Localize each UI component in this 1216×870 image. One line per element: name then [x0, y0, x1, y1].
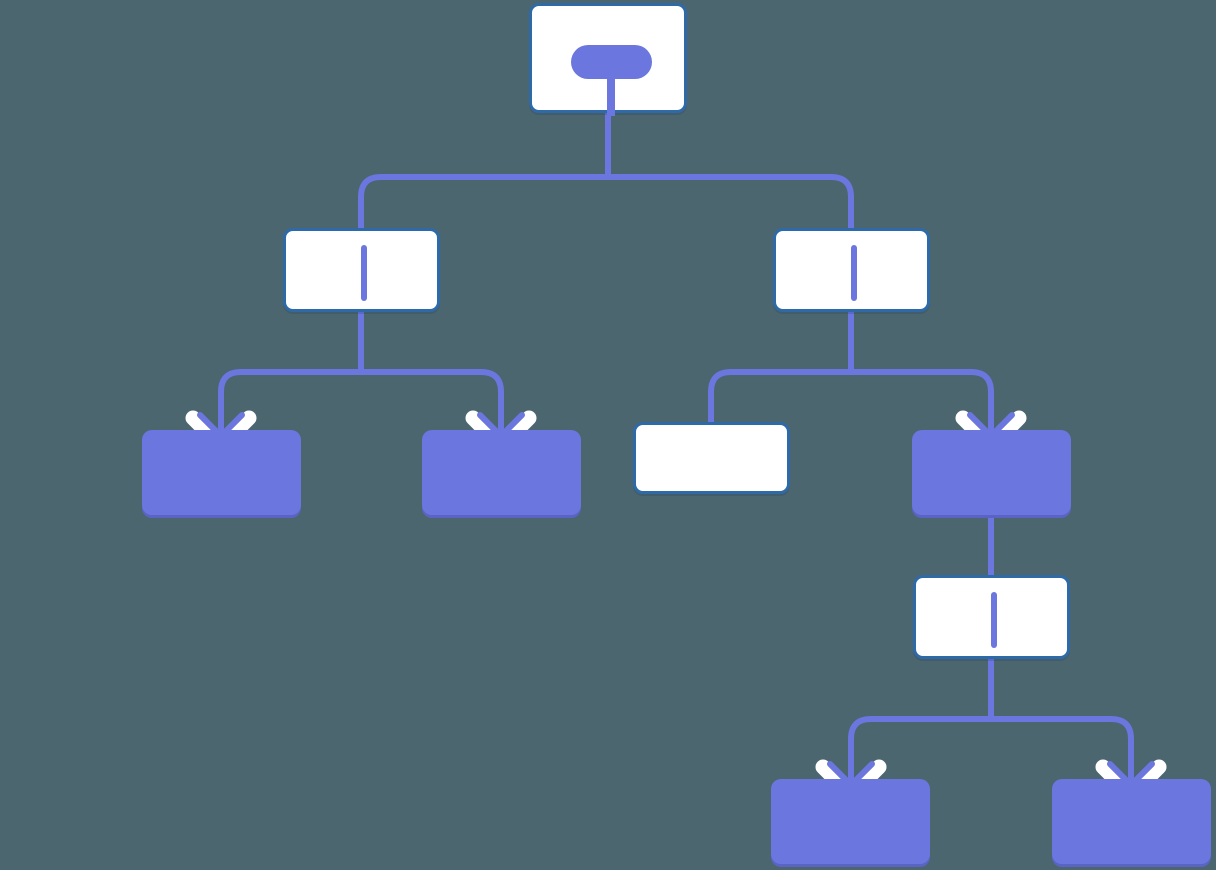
level3-node[interactable] — [913, 575, 1070, 659]
edge-root-to-l1-right — [608, 174, 854, 228]
edge-root-to-l1-left — [358, 174, 608, 228]
vertical-bar-icon — [991, 592, 997, 648]
vertical-bar-icon — [361, 245, 367, 301]
vertical-bar-icon — [851, 245, 857, 301]
level2-node-b[interactable] — [422, 430, 581, 515]
edge-l1-right-to-c — [708, 369, 851, 424]
level4-left-node[interactable] — [771, 779, 930, 864]
root-pill-marker-icon — [571, 45, 652, 79]
level2-node-d[interactable] — [912, 430, 1071, 515]
level1-right-node[interactable] — [773, 228, 930, 312]
root-node[interactable] — [529, 3, 687, 116]
level1-left-node[interactable] — [283, 228, 440, 312]
level4-right-node[interactable] — [1052, 779, 1211, 864]
root-pill-stem-icon — [607, 74, 615, 116]
level2-node-a[interactable] — [142, 430, 301, 515]
level2-node-c[interactable] — [633, 422, 790, 494]
